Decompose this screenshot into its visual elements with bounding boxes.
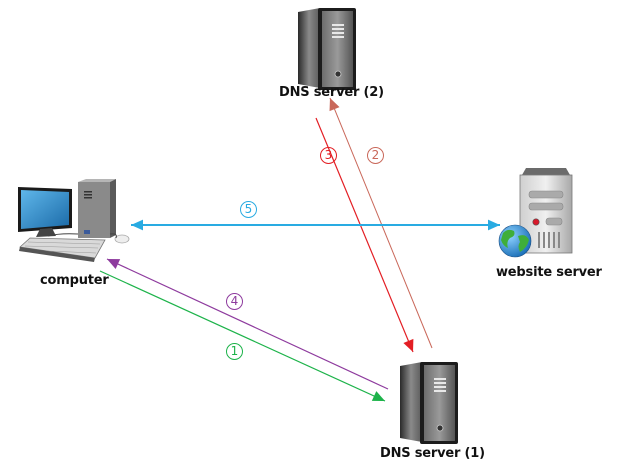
computer-icon: [18, 179, 130, 262]
arrow-head: [371, 391, 385, 401]
dns-server-1-label: DNS server (1): [380, 446, 485, 461]
arrow-step-2: [329, 97, 433, 349]
arrow-head: [107, 259, 121, 269]
arrow-head: [131, 219, 143, 231]
step-5-badge: 5: [240, 201, 257, 218]
step-4-badge: 4: [226, 293, 243, 310]
arrow-step-5: [131, 219, 500, 231]
arrow-line: [106, 258, 389, 390]
arrow-head: [329, 98, 340, 112]
message-arrows: [99, 97, 500, 402]
arrow-head: [488, 219, 500, 231]
step-3-badge: 3: [320, 147, 337, 164]
website-server-label: website server: [496, 265, 602, 280]
step-2-badge: 2: [367, 147, 384, 164]
arrow-line: [99, 270, 386, 402]
globe-icon: [498, 224, 532, 258]
step-1-badge: 1: [226, 343, 243, 360]
arrow-step-4: [106, 258, 389, 390]
dns-server-1-icon: [400, 362, 458, 444]
arrow-step-1: [99, 270, 386, 402]
computer-label: computer: [40, 273, 109, 288]
arrow-head: [403, 338, 414, 352]
dns-server-2-icon: [298, 8, 356, 90]
arrow-line: [329, 97, 433, 349]
dns-server-2-label: DNS server (2): [279, 85, 384, 100]
